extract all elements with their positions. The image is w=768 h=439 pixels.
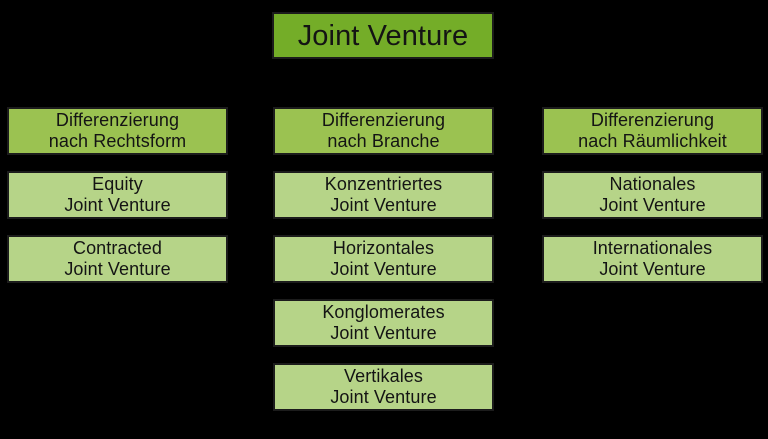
column-header-raeumlichkeit: Differenzierung nach Räumlichkeit bbox=[542, 107, 763, 155]
node-nationales-joint-venture: Nationales Joint Venture bbox=[542, 171, 763, 219]
column-raeumlichkeit: Differenzierung nach Räumlichkeit Nation… bbox=[542, 107, 763, 299]
node-internationales-joint-venture: Internationales Joint Venture bbox=[542, 235, 763, 283]
column-header-branche: Differenzierung nach Branche bbox=[273, 107, 494, 155]
node-equity-joint-venture: Equity Joint Venture bbox=[7, 171, 228, 219]
column-branche: Differenzierung nach Branche Konzentrier… bbox=[273, 107, 494, 427]
column-header-rechtsform: Differenzierung nach Rechtsform bbox=[7, 107, 228, 155]
node-konzentriertes-joint-venture: Konzentriertes Joint Venture bbox=[273, 171, 494, 219]
node-contracted-joint-venture: Contracted Joint Venture bbox=[7, 235, 228, 283]
node-horizontales-joint-venture: Horizontales Joint Venture bbox=[273, 235, 494, 283]
column-rechtsform: Differenzierung nach Rechtsform Equity J… bbox=[7, 107, 228, 299]
root-node-joint-venture: Joint Venture bbox=[272, 12, 494, 59]
node-vertikales-joint-venture: Vertikales Joint Venture bbox=[273, 363, 494, 411]
node-konglomerates-joint-venture: Konglomerates Joint Venture bbox=[273, 299, 494, 347]
